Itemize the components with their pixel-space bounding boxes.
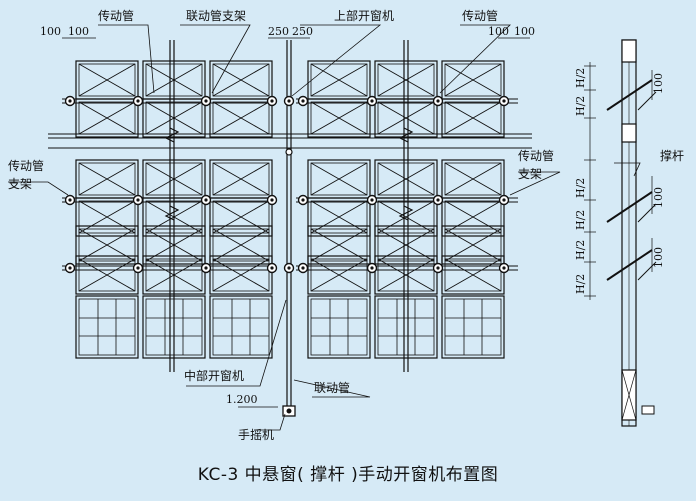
label-strut: 撑杆 [660, 148, 684, 163]
dim-100-c: 100 [488, 25, 509, 38]
label-transmission-pipe-right: 传动管 [462, 8, 498, 23]
dim-h2-2: H/2 [574, 96, 587, 116]
section-view [584, 39, 657, 427]
label-bracket-right-2: 支架 [518, 167, 542, 181]
dim-elevation: 1.200 [226, 393, 258, 406]
label-middle-opener: 中部开窗机 [184, 368, 244, 383]
dim-h2-5: H/2 [574, 240, 587, 260]
dim-250-a: 250 [268, 25, 289, 38]
label-link-pipe-bracket: 联动管支架 [186, 8, 246, 23]
right-window-bank [307, 60, 505, 359]
hand-crank [282, 405, 296, 417]
dim-250-b: 250 [292, 25, 313, 38]
leader-lines [8, 24, 641, 431]
dim-100-section-1: 100 [652, 73, 665, 94]
dim-100-section-3: 100 [652, 247, 665, 268]
label-bracket-right-1: 传动管 [518, 148, 554, 163]
label-upper-opener: 上部开窗机 [334, 8, 394, 23]
label-link-pipe: 联动管 [314, 380, 350, 395]
dim-100-a: 100 [40, 25, 61, 38]
label-hand-crank: 手摇机 [238, 428, 274, 442]
dim-h2-6: H/2 [574, 274, 587, 294]
label-bracket-left-2: 支架 [8, 177, 32, 191]
dim-h2-1: H/2 [574, 68, 587, 88]
dim-h2-4: H/2 [574, 210, 587, 230]
label-transmission-pipe-left: 传动管 [98, 8, 134, 23]
dim-100-section-2: 100 [652, 187, 665, 208]
dim-h2-3: H/2 [574, 178, 587, 198]
break-marks [164, 127, 414, 221]
label-bracket-left-1: 传动管 [8, 158, 44, 173]
figure-caption: KC-3 中悬窗( 撑杆 )手动开窗机布置图 [197, 465, 499, 485]
transmission-pipes [48, 98, 532, 271]
dim-100-b: 100 [68, 25, 89, 38]
dim-100-d: 100 [514, 25, 535, 38]
